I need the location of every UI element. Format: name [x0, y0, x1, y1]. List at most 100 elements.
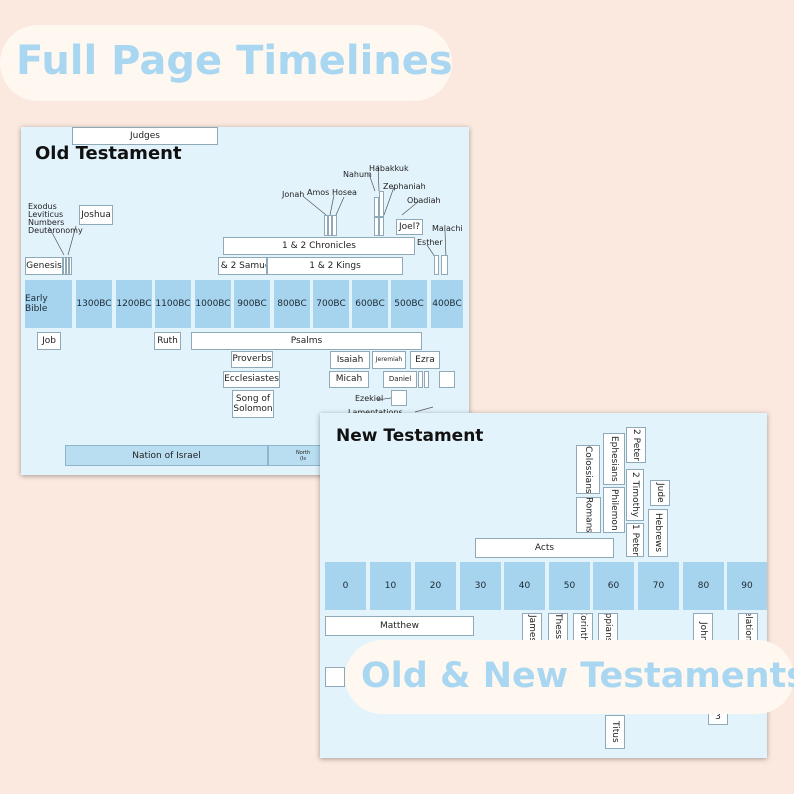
romans-line-2: s — [583, 528, 594, 533]
label-obadiah: Obadiah — [407, 196, 441, 205]
bar-jonah — [324, 215, 328, 236]
era-70: 70 — [638, 562, 679, 610]
bar-zechariah — [424, 371, 429, 388]
book-james: James — [522, 613, 542, 643]
era-400bc: 400BC — [431, 280, 463, 328]
era-500bc: 500BC — [391, 280, 427, 328]
book-judges: Judges — [72, 127, 218, 145]
banner-top-pill — [0, 25, 452, 101]
label-deuteronomy: Deuteronomy — [28, 226, 83, 235]
banner-bottom-pill — [345, 640, 794, 714]
book-joel: Joel? — [396, 219, 423, 235]
bar-haggai — [418, 371, 423, 388]
book-isaiah: Isaiah — [330, 351, 370, 369]
book-acts: Acts — [475, 538, 614, 558]
bar-amos — [328, 215, 332, 236]
nation-of-israel: Nation of Israel — [65, 445, 268, 466]
old-testament-sheet: Old Testament Exodus Leviticus Numbers D… — [21, 127, 469, 475]
book-joshua: Joshua — [79, 205, 113, 225]
book-ecclesiastes: Ecclesiastes — [223, 371, 280, 388]
banner-bottom-text: Old & New Testaments — [361, 656, 794, 696]
label-hosea: Hosea — [332, 188, 357, 197]
bar-nehemiah — [439, 371, 455, 388]
era-700bc: 700BC — [313, 280, 349, 328]
book-song-of-solomon: Song of Solomon — [232, 390, 274, 418]
old-testament-title: Old Testament — [35, 143, 182, 164]
book-job: Job — [37, 332, 61, 350]
book-jude: Jude — [650, 480, 670, 506]
book-micah: Micah — [329, 371, 369, 388]
label-leviticus: Leviticus — [28, 210, 64, 219]
book-matthew: Matthew — [325, 616, 474, 636]
book-titus: Titus — [605, 715, 625, 749]
book-psalms: Psalms — [191, 332, 422, 350]
bar-nahum — [374, 197, 379, 217]
book-ephesians: Ephesians — [603, 433, 625, 485]
song-line-2: Solomon — [233, 404, 273, 414]
book-philippians: Philippians — [598, 613, 618, 643]
north-label-2: (Is — [299, 455, 307, 462]
bar-hosea — [332, 215, 337, 236]
book-john: John — [693, 613, 713, 643]
era-20: 20 — [415, 562, 456, 610]
era-60: 60 — [593, 562, 634, 610]
label-esther: Esther — [417, 238, 443, 247]
era-600bc: 600BC — [352, 280, 388, 328]
era-1200bc: 1200BC — [116, 280, 152, 328]
label-amos: Amos — [307, 188, 330, 197]
bar-malachi — [441, 255, 448, 275]
era-80: 80 — [683, 562, 724, 610]
label-zephaniah: Zephaniah — [383, 182, 426, 191]
book-samuel: 1 & 2 Samuel — [218, 257, 267, 275]
label-ezekiel: Ezekiel — [355, 394, 384, 403]
book-corinthians: Corinth — [573, 613, 593, 643]
romans-line-1: Roman — [583, 497, 594, 529]
label-lamentations: Lamentations — [348, 408, 403, 417]
new-testament-title: New Testament — [336, 426, 484, 446]
era-10: 10 — [370, 562, 411, 610]
bar-esther — [434, 255, 439, 275]
north-label: North — [296, 449, 310, 456]
label-habakkuk: Habakkuk — [369, 164, 409, 173]
book-jeremiah: Jeremiah — [372, 351, 406, 369]
song-line-1: Song of — [235, 393, 271, 404]
label-jonah: Jonah — [282, 190, 305, 199]
bar-numbers — [69, 257, 72, 275]
era-early-bible: Early Bible — [25, 280, 72, 328]
era-1300bc: 1300BC — [76, 280, 112, 328]
book-colossians: Colossians — [576, 445, 600, 494]
era-40: 40 — [504, 562, 545, 610]
label-nahum: Nahum — [343, 170, 372, 179]
era-0: 0 — [325, 562, 366, 610]
book-thessalonians: Thess. — [548, 613, 568, 643]
bar-leviticus — [66, 257, 69, 275]
book-2-timothy: 2 Timothy — [626, 469, 644, 521]
era-90: 90 — [727, 562, 767, 610]
book-kings: 1 & 2 Kings — [267, 257, 403, 275]
book-chronicles: 1 & 2 Chronicles — [223, 237, 415, 255]
bar-exodus — [63, 257, 66, 275]
era-1100bc: 1100BC — [155, 280, 191, 328]
book-hebrews: Hebrews — [648, 509, 668, 557]
book-romans: Roman s — [576, 497, 601, 533]
bar-ezekiel — [391, 390, 407, 406]
bar-zephaniah — [374, 217, 379, 236]
book-revelation: Revelation — [738, 613, 758, 643]
book-proverbs: Proverbs — [231, 351, 273, 368]
book-daniel: Daniel — [383, 371, 417, 388]
banner-top-text: Full Page Timelines — [16, 38, 453, 84]
bar-obadiah — [379, 217, 384, 236]
bar-habakkuk — [379, 191, 384, 217]
era-800bc: 800BC — [274, 280, 310, 328]
book-genesis: Genesis — [25, 257, 63, 275]
book-philemon: Philemon — [603, 487, 625, 533]
book-1-peter: 1 Peter — [626, 523, 644, 557]
era-30: 30 — [460, 562, 501, 610]
era-1000bc: 1000BC — [195, 280, 231, 328]
book-2-peter: 2 Peter — [626, 427, 646, 463]
label-malachi: Malachi — [432, 224, 463, 233]
era-50: 50 — [549, 562, 590, 610]
book-mark — [325, 667, 345, 687]
era-900bc: 900BC — [234, 280, 270, 328]
label-numbers: Numbers — [28, 218, 65, 227]
